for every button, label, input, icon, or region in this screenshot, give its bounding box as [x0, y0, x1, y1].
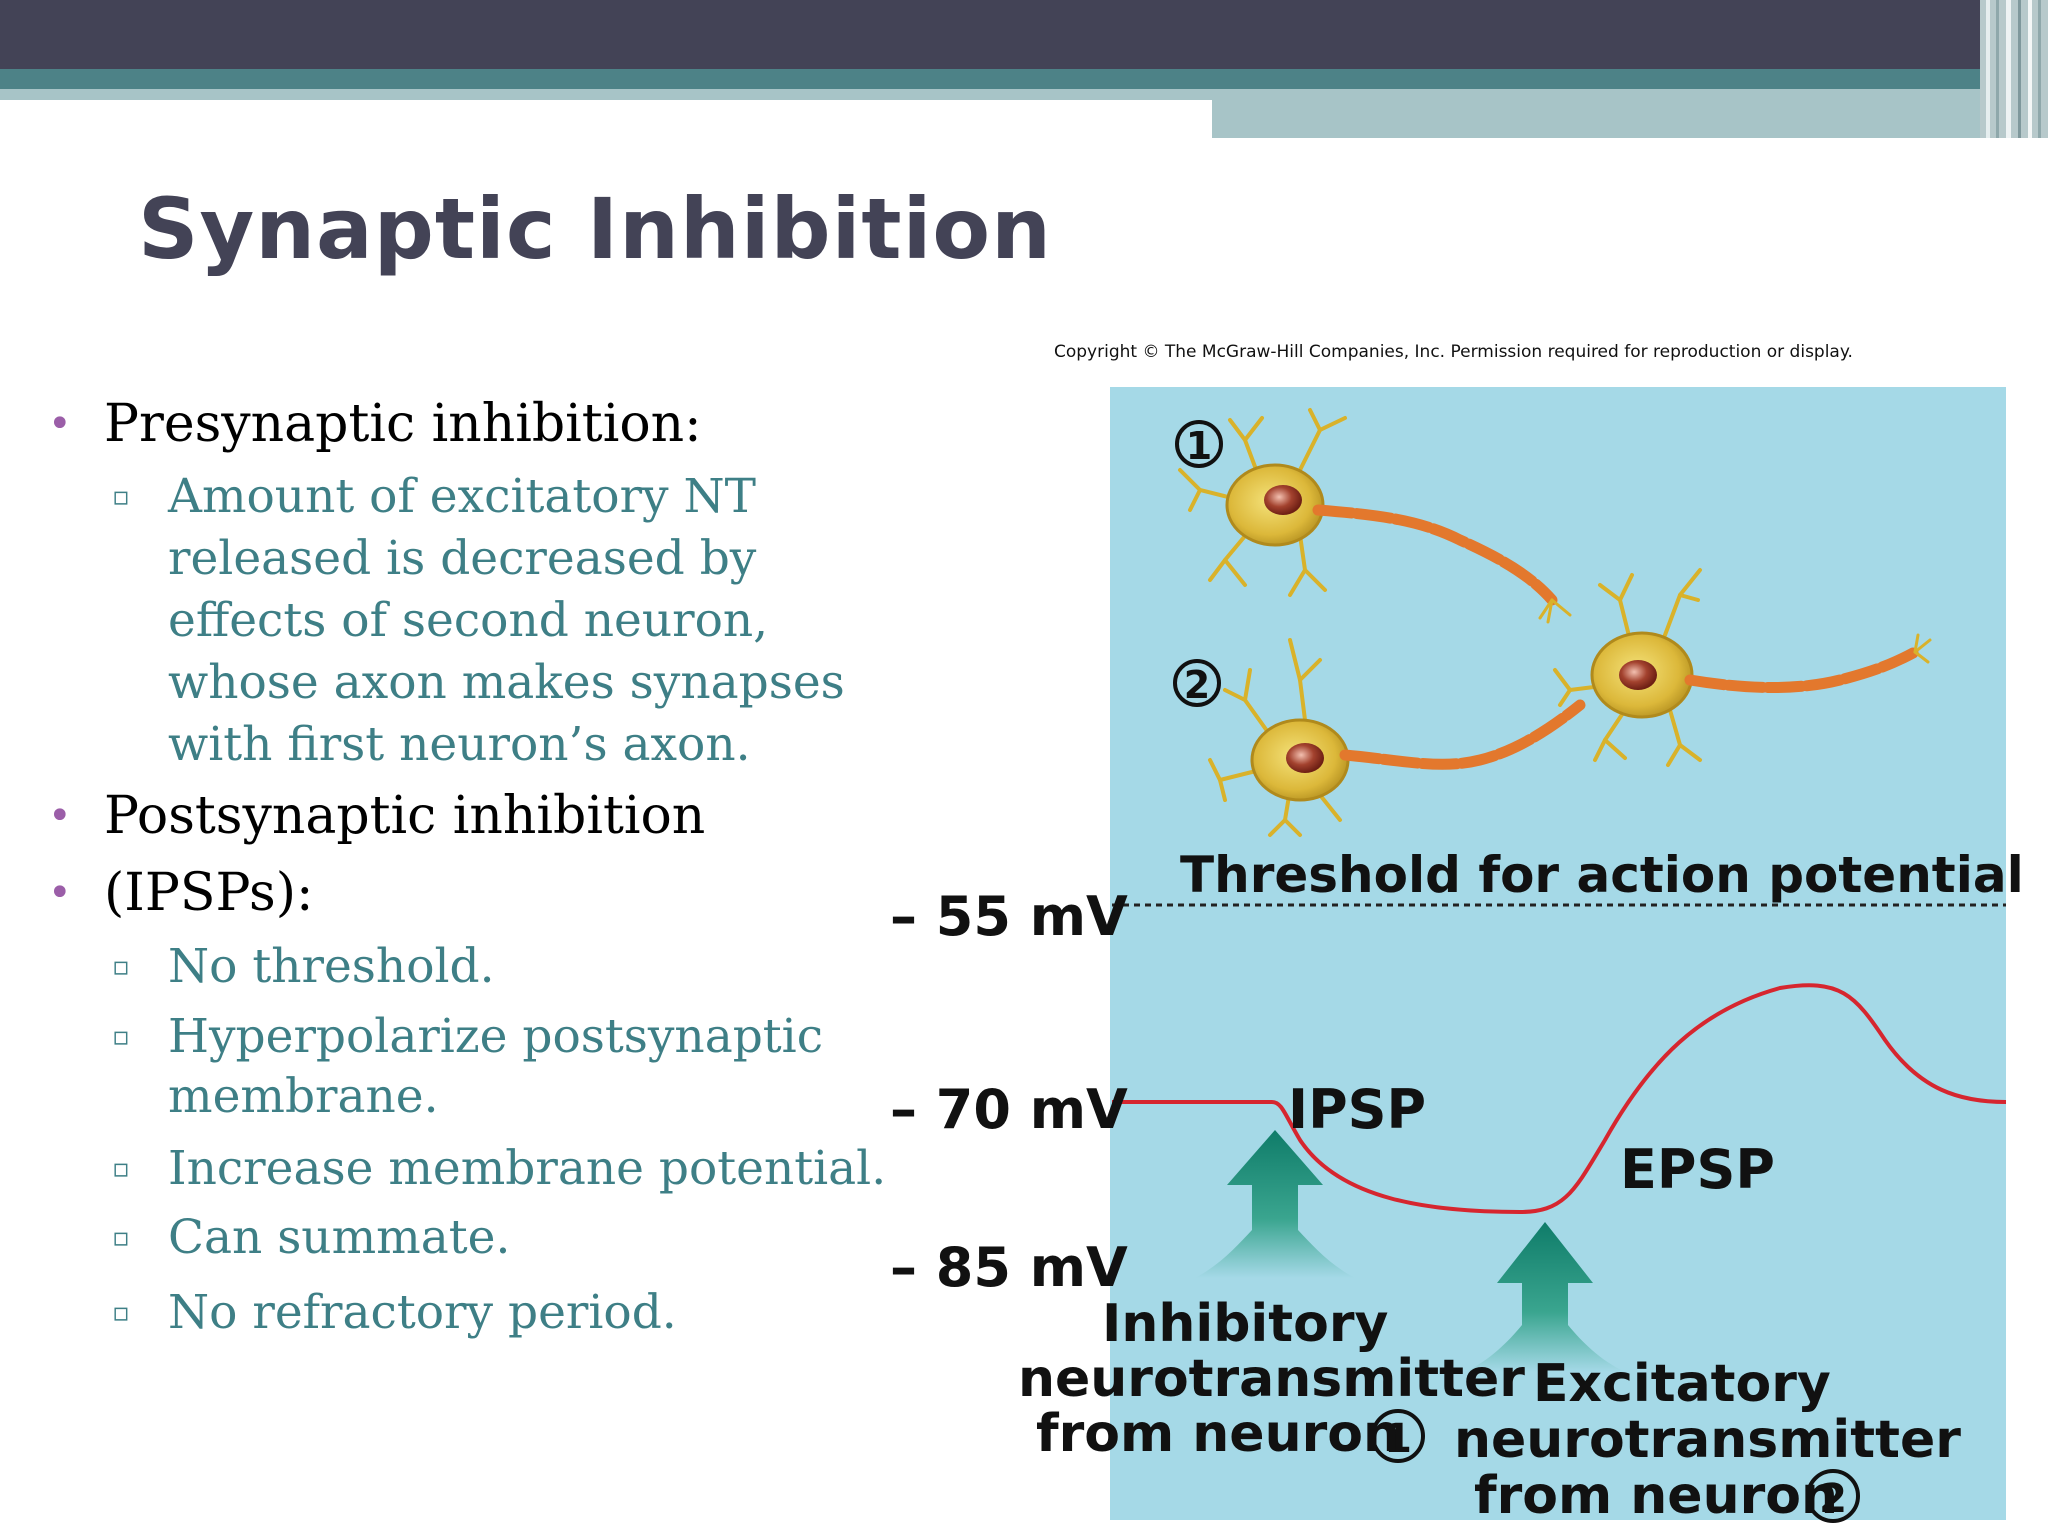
neuron-2-number: 2: [1184, 663, 1210, 707]
bullet-text: Presynaptic inhibition:: [104, 394, 702, 454]
neuron-1-illustration: [1178, 408, 1572, 624]
sub-bullet-line: No threshold.: [168, 939, 495, 994]
neuron-1-marker: 1: [1175, 420, 1223, 468]
sub-bullet-line: released is decreased by: [168, 531, 757, 586]
neuron-2-illustration: [1208, 638, 1586, 837]
excitatory-caption-line: Excitatory: [1533, 1354, 1831, 1414]
header-bar-dark: [0, 0, 2048, 69]
header-bar-light-block: [1212, 89, 2048, 138]
sub-bullet-square: ▫: [112, 1154, 130, 1184]
sub-bullet-line: with first neuron’s axon.: [168, 717, 751, 772]
sub-bullet-line: membrane.: [168, 1069, 439, 1124]
inhibitory-caption-line: Inhibitory: [1102, 1294, 1389, 1354]
excitatory-caption-line: from neuron: [1474, 1466, 1838, 1526]
caption-neuron-1-circle: [1371, 1409, 1425, 1463]
bullet-dot: •: [48, 870, 72, 916]
sub-bullet-line: whose axon makes synapses: [168, 655, 845, 710]
sub-bullet-line: Increase membrane potential.: [168, 1141, 887, 1196]
excitatory-arrow: [1465, 1222, 1625, 1372]
sub-bullet-line: effects of second neuron,: [168, 593, 769, 648]
sub-bullet-line: Hyperpolarize postsynaptic: [168, 1009, 824, 1064]
neuron-2-marker: 2: [1173, 659, 1221, 707]
sub-bullet-square: ▫: [112, 1298, 130, 1328]
inhibitory-arrow: [1195, 1130, 1355, 1278]
bullet-text: Postsynaptic inhibition: [104, 786, 706, 846]
bullet-text: (IPSPs):: [104, 863, 314, 923]
sub-bullet-line: Amount of excitatory NT: [168, 469, 757, 524]
ipsp-label: IPSP: [1288, 1078, 1427, 1141]
inhibitory-caption-line: neurotransmitter: [1018, 1349, 1525, 1409]
tick-label-70mv: – 70 mV: [890, 1078, 1128, 1141]
sub-bullet-square: ▫: [112, 482, 130, 512]
caption-neuron-2-circle: [1806, 1469, 1860, 1523]
header-bar-teal: [0, 69, 2048, 89]
sub-bullet-line: Can summate.: [168, 1210, 511, 1265]
figure-copyright: Copyright © The McGraw-Hill Companies, I…: [1054, 342, 1853, 362]
header-corner-stripes: [1980, 0, 2048, 138]
caption-neuron-1-number: 1: [1384, 1416, 1412, 1462]
threshold-label: Threshold for action potential: [1180, 846, 2024, 904]
excitatory-caption-line: neurotransmitter: [1454, 1410, 1961, 1470]
caption-neuron-2-number: 2: [1819, 1476, 1847, 1522]
membrane-potential-trace: [1112, 983, 2007, 1215]
slide-title: Synaptic Inhibition: [138, 180, 1052, 278]
sub-bullet-square: ▫: [112, 1223, 130, 1253]
inhibitory-caption-line: from neuron: [1036, 1404, 1400, 1464]
tick-label-85mv: – 85 mV: [890, 1236, 1128, 1299]
header-bar-light: [0, 89, 1212, 100]
epsp-label: EPSP: [1620, 1138, 1775, 1201]
sub-bullet-line: No refractory period.: [168, 1285, 677, 1340]
tick-label-55mv: – 55 mV: [890, 885, 1128, 948]
sub-bullet-square: ▫: [112, 1022, 130, 1052]
postsynaptic-neuron-illustration: [1553, 568, 1932, 767]
neuron-1-number: 1: [1186, 424, 1212, 468]
sub-bullet-square: ▫: [112, 952, 130, 982]
bullet-dot: •: [48, 793, 72, 839]
bullet-dot: •: [48, 401, 72, 447]
